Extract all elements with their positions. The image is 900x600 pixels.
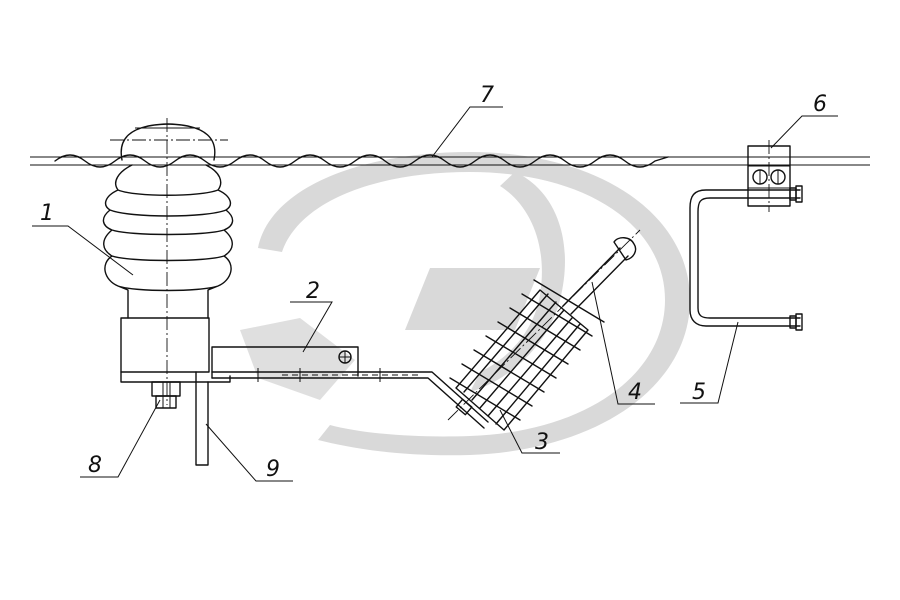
leader-1 — [32, 225, 134, 276]
watermark-left-blade — [240, 318, 355, 400]
insulator-base-cap — [120, 317, 210, 373]
leader-7 — [431, 106, 503, 158]
arrester-sheds — [449, 279, 605, 421]
nut — [151, 381, 181, 397]
leader-2 — [290, 301, 333, 353]
label-8: 8 — [88, 453, 102, 478]
leader-4 — [591, 281, 655, 405]
label-3: 3 — [535, 430, 549, 455]
label-1: 1 — [40, 201, 54, 226]
clamp-plate — [211, 346, 359, 379]
label-6: 6 — [813, 92, 827, 117]
arrester-tip — [613, 237, 637, 261]
watermark-crossbar — [405, 268, 540, 330]
callout-labels: 1 2 3 4 5 6 7 8 9 — [40, 83, 827, 482]
leader-6 — [770, 115, 838, 149]
u-bracket — [689, 185, 803, 331]
leader-3 — [499, 409, 560, 454]
insulator-sheds — [102, 164, 234, 319]
rod — [211, 371, 489, 429]
leader-8 — [80, 399, 161, 478]
leader-5 — [680, 321, 739, 404]
label-9: 9 — [266, 457, 280, 482]
label-7: 7 — [480, 83, 494, 108]
bracket-plate — [195, 371, 209, 466]
arrester-rod — [562, 247, 629, 315]
leader-9 — [205, 423, 293, 482]
insulator-head — [120, 123, 216, 161]
binding-wire — [54, 154, 669, 168]
mounting-bracket — [120, 371, 231, 466]
wire-clamp — [747, 140, 791, 212]
arrester-assembly — [447, 229, 641, 431]
u-bracket-rod — [689, 189, 801, 327]
conductor-wire — [30, 154, 870, 168]
label-4: 4 — [628, 380, 642, 405]
label-2: 2 — [306, 279, 320, 304]
leader-lines — [32, 106, 838, 482]
support-insulator — [102, 118, 234, 405]
label-5: 5 — [692, 380, 706, 405]
